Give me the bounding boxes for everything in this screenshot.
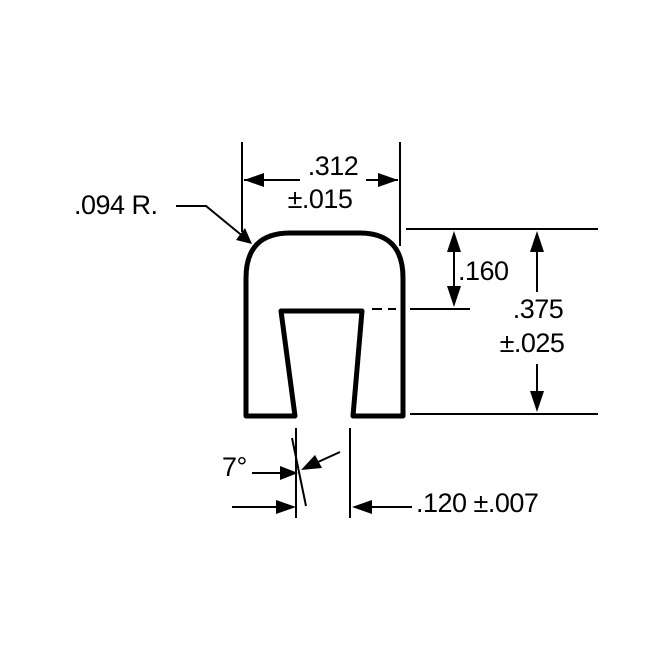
radius-leader-line [176, 205, 246, 239]
inner-height-arrow-top [447, 231, 461, 252]
height-arrow-top [530, 231, 544, 252]
height-arrow-bottom [530, 391, 544, 412]
height-tolerance-label: ±.025 [500, 328, 565, 358]
width-arrow-right-head [378, 173, 398, 187]
height-value-label: .375 [513, 294, 564, 324]
angle-arrow-left-head [280, 466, 298, 480]
inner-height-arrow-bottom [447, 286, 461, 307]
gap-arrow-left-head [276, 500, 296, 514]
angle-label: 7° [222, 452, 247, 482]
gap-arrow-right-head [352, 500, 372, 514]
gap-label: .120 ±.007 [416, 488, 538, 518]
radius-leader-arrowhead [236, 228, 252, 244]
radius-label: .094 R. [74, 190, 158, 220]
angle-arrow-right-shaft [317, 451, 341, 463]
angle-arrow-right-head [301, 455, 322, 470]
channel-profile [243, 230, 406, 419]
width-arrow-left-head [244, 173, 264, 187]
inner-height-label: .160 [458, 256, 509, 286]
angle-slanted-line [291, 437, 307, 507]
width-value-label: .312 [308, 151, 359, 181]
width-tolerance-label: ±.015 [288, 184, 353, 214]
